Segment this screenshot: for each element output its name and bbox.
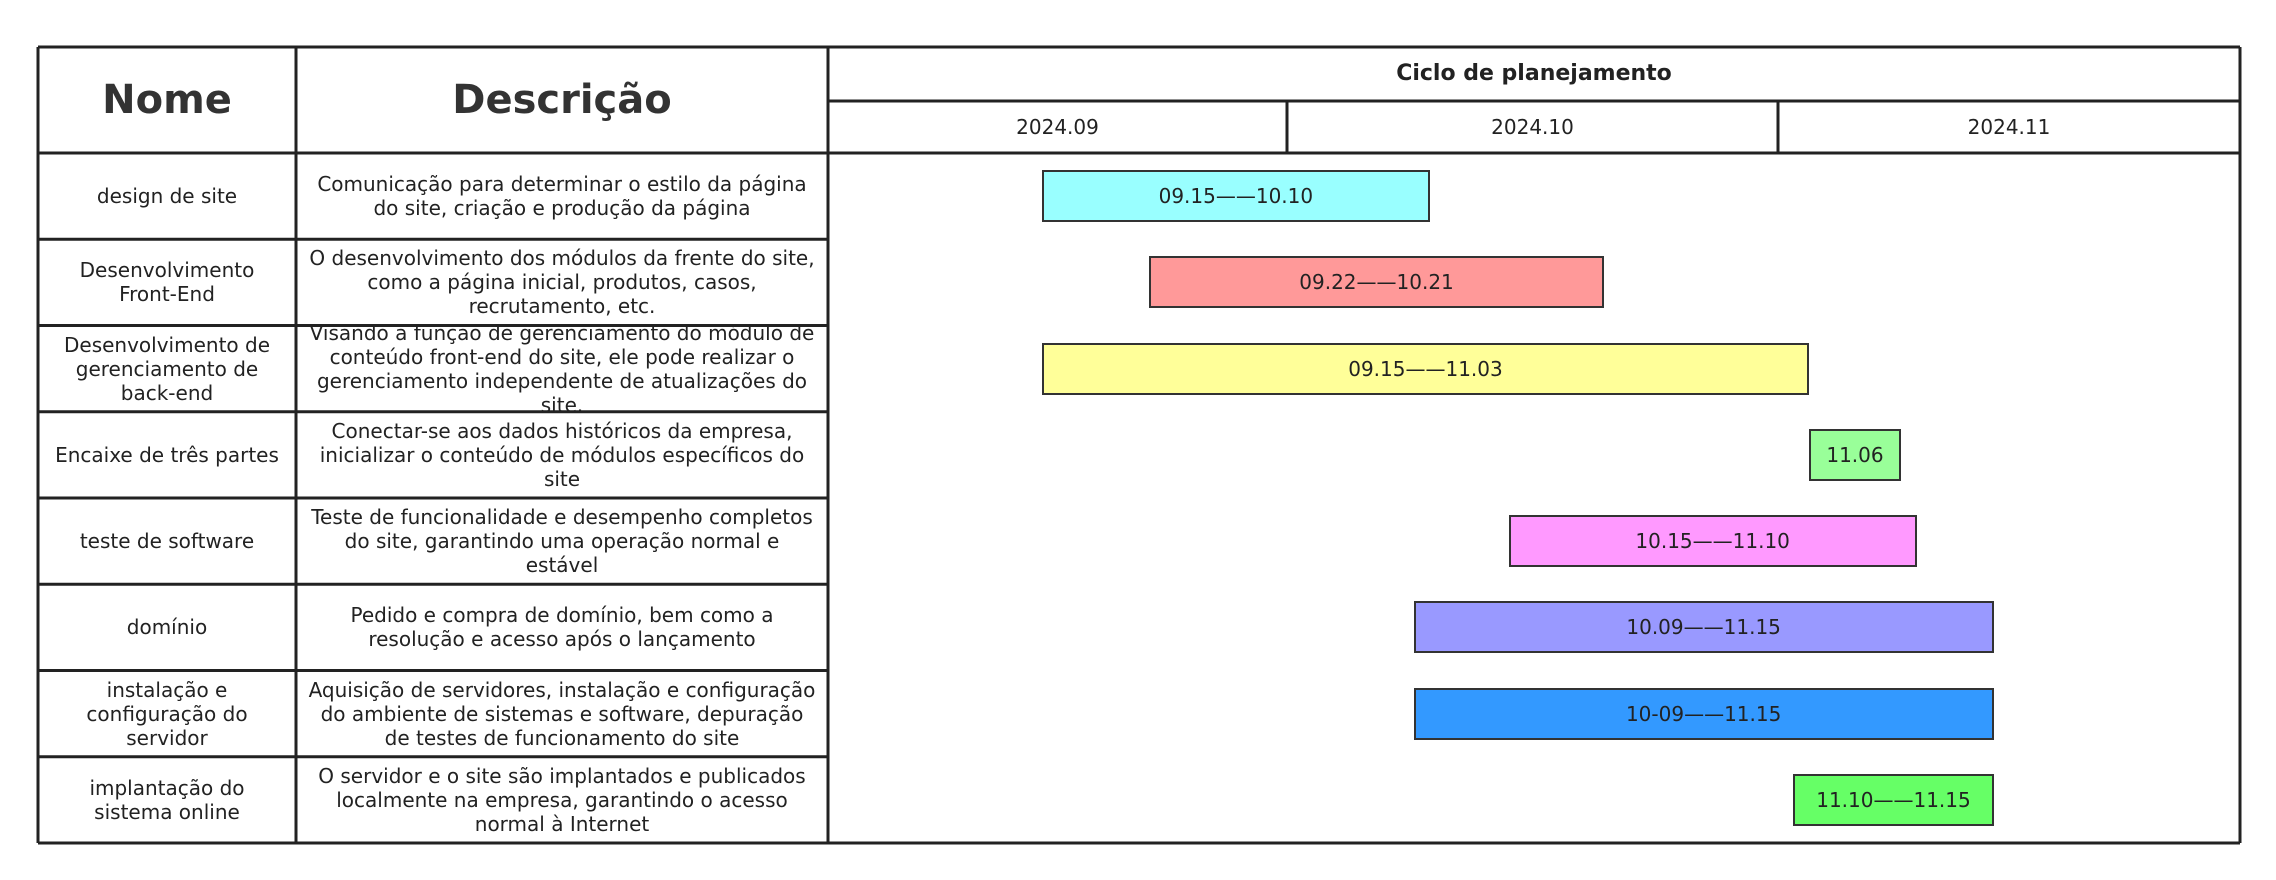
task-description: Aquisição de servidores, instalação e co…: [308, 677, 816, 750]
task-name: implantação do sistema online: [89, 775, 245, 824]
task-bar-label: 10-09——11.15: [1625, 701, 1782, 726]
task-bar-label: 11.10——11.15: [1816, 787, 1971, 812]
task-bar-label: 09.15——10.10: [1158, 184, 1314, 209]
planning-cycle-header: Ciclo de planejamento: [1396, 61, 1672, 86]
month-header-2024-10: 2024.10: [1491, 115, 1574, 139]
task-bar: 09.15——10.10: [1042, 170, 1430, 223]
task-name: instalação e configuração do servidor: [86, 677, 248, 750]
description-column-header: Descrição: [452, 77, 672, 123]
task-name: domínio: [126, 615, 208, 640]
month-header-2024-09: 2024.09: [1016, 115, 1099, 139]
task-name: design de site: [96, 184, 238, 209]
name-column-header: Nome: [102, 77, 232, 123]
task-bar: 09.22——10.21: [1149, 256, 1604, 309]
task-description: Conectar-se aos dados históricos da empr…: [319, 418, 805, 491]
month-header-2024-11: 2024.11: [1967, 115, 2051, 139]
task-name: Encaixe de três partes: [55, 442, 279, 467]
task-bar-label: 09.15——11.03: [1348, 356, 1503, 381]
task-name: Desenvolvimento Front-End: [79, 258, 255, 307]
task-description: O desenvolvimento dos módulos da frente …: [309, 246, 815, 319]
task-bar: 09.15——11.03: [1042, 342, 1809, 395]
task-bar: 10.09——11.15: [1413, 601, 1994, 654]
task-description: Visando a função de gerenciamento do mód…: [309, 325, 815, 412]
task-description: Comunicação para determinar o estilo da …: [317, 172, 807, 221]
task-bar-label: 10.09——11.15: [1626, 615, 1781, 640]
task-description: Pedido e compra de domínio, bem como a r…: [350, 603, 774, 652]
task-bar: 11.10——11.15: [1793, 773, 1994, 826]
task-bar: 11.06: [1808, 428, 1902, 481]
task-bar-label: 11.06: [1826, 442, 1884, 467]
task-description: Teste de funcionalidade e desempenho com…: [311, 505, 813, 578]
task-description: O servidor e o site são implantados e pu…: [318, 763, 806, 836]
task-name: Desenvolvimento de gerenciamento de back…: [63, 332, 271, 405]
task-bar-label: 10.15——11.10: [1635, 529, 1790, 554]
task-bar-label: 09.22——10.21: [1299, 270, 1454, 295]
task-bar: 10-09——11.15: [1413, 687, 1994, 740]
task-bar: 10.15——11.10: [1508, 515, 1917, 568]
task-name: teste de software: [79, 529, 255, 554]
